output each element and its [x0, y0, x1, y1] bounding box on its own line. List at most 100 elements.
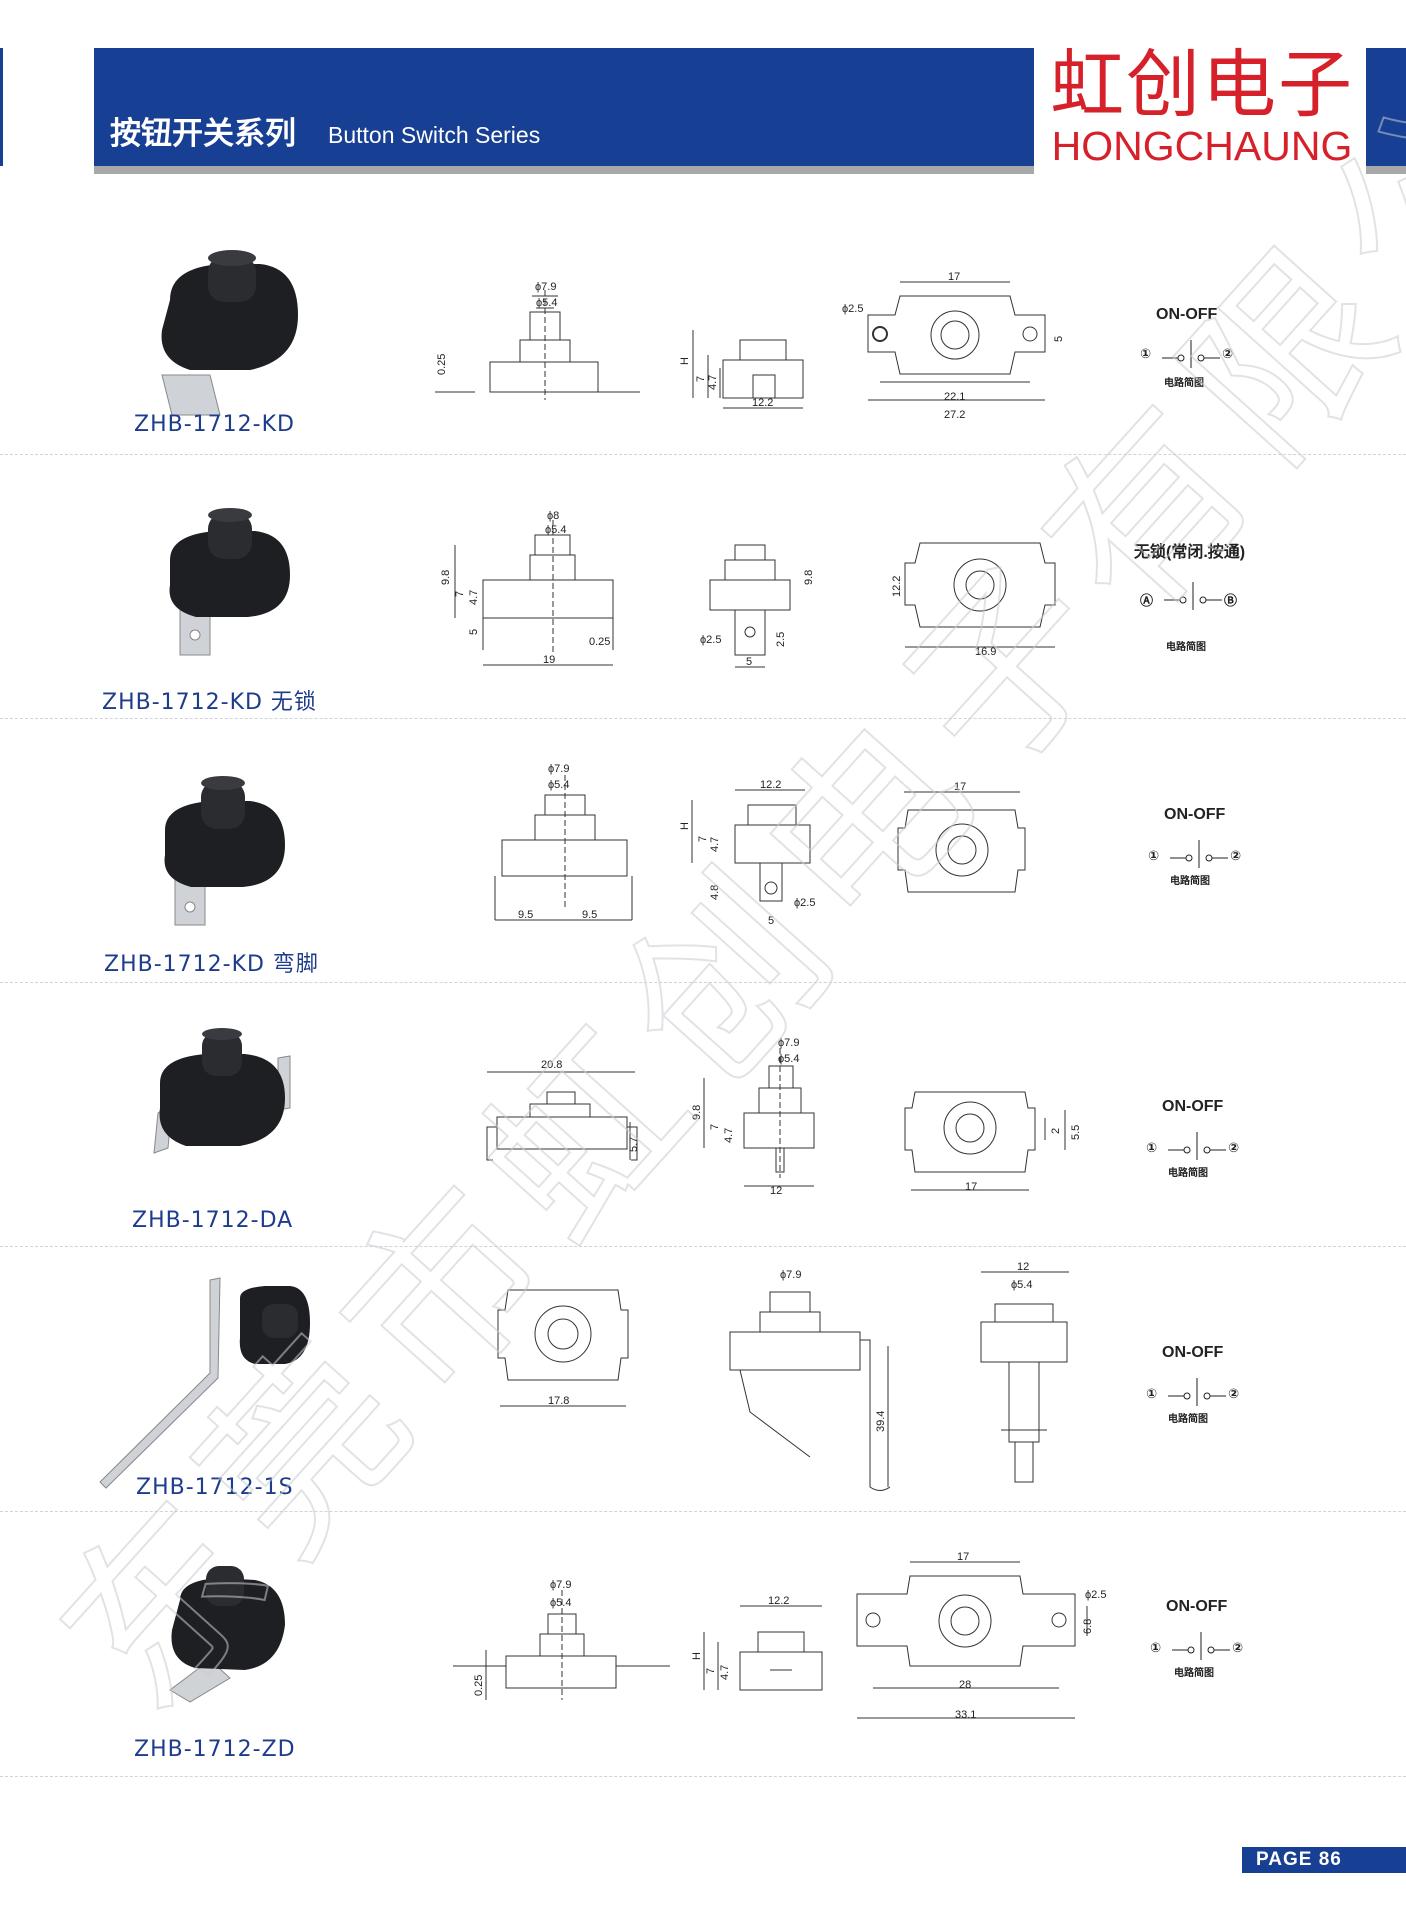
dim-label: 7	[705, 1668, 717, 1674]
top-view-drawing: 12.2 16.9	[890, 535, 1070, 670]
dim-label: 4.7	[707, 375, 719, 390]
dim-label: 12.2	[891, 576, 903, 597]
dim-label: 6.8	[1082, 1619, 1094, 1634]
dim-label: ϕ8	[547, 510, 559, 522]
circuit-title: ON-OFF	[1162, 1344, 1224, 1361]
dim-label: ϕ2.5	[794, 897, 815, 909]
model-name: ZHB-1712-ZD	[134, 1737, 296, 1762]
terminal-1: ①	[1150, 1640, 1162, 1655]
dim-label: 7	[709, 1124, 721, 1130]
dim-label: 16.9	[975, 646, 996, 658]
model-name: ZHB-1712-KD 无锁	[102, 690, 317, 715]
header-banner-right-shadow	[1366, 166, 1406, 174]
dim-label: 9.8	[691, 1105, 703, 1120]
terminal-2: ②	[1228, 1386, 1240, 1401]
dim-label: 5	[1053, 336, 1065, 342]
product-photo	[150, 240, 310, 425]
dim-label: 33.1	[955, 1709, 976, 1721]
circuit-title: 无锁(常闭.按通)	[1134, 544, 1246, 561]
dim-label: ϕ2.5	[1085, 1589, 1106, 1601]
front-view-drawing: ϕ8 ϕ5.4 9.8 7 4.7 5 0.25 19	[435, 505, 645, 680]
terminal-2: ②	[1230, 848, 1242, 863]
side-view-drawing: 12.2 H 7 4.7 4.8 ϕ2.5 5	[670, 779, 830, 935]
circuit-caption: 电路简图	[1164, 378, 1204, 389]
dim-label: ϕ5.4	[545, 524, 566, 536]
dim-label: 17.8	[548, 1395, 569, 1407]
model-name: ZHB-1712-DA	[132, 1208, 294, 1233]
terminal-1: ①	[1146, 1386, 1158, 1401]
dim-label: 2.5	[775, 632, 787, 647]
product-photo	[150, 1028, 300, 1183]
dim-label: 7	[697, 836, 709, 842]
dim-label: 22.1	[944, 391, 965, 403]
terminal-a: Ⓐ	[1140, 593, 1154, 608]
top-view-drawing: 17 ϕ2.5 5 22.1 27.2	[840, 270, 1070, 435]
header-banner-right	[1366, 48, 1406, 166]
brand-logo-en: HONGCHAUNG	[1051, 123, 1353, 169]
circuit-title: ON-OFF	[1164, 806, 1226, 823]
front-view-drawing: 17.8	[488, 1280, 648, 1425]
row-divider	[0, 1511, 1406, 1512]
front-view-drawing: ϕ7.9 ϕ5.4 9.5 9.5	[480, 760, 650, 935]
dim-label: 7	[454, 591, 466, 597]
dim-label: ϕ5.4	[1011, 1279, 1032, 1291]
circuit-caption: 电路简图	[1170, 876, 1210, 887]
dim-label: 9.5	[582, 909, 597, 921]
dim-label: H	[691, 1652, 703, 1660]
dim-label: 9.8	[440, 570, 452, 585]
dim-label: 12.2	[752, 397, 773, 409]
circuit-title: ON-OFF	[1166, 1598, 1228, 1615]
product-photo	[99, 1268, 320, 1503]
circuit-title: ON-OFF	[1156, 306, 1218, 323]
circuit-caption: 电路简图	[1168, 1414, 1208, 1425]
terminal-2: ②	[1232, 1640, 1244, 1655]
dim-label: 7	[695, 376, 707, 382]
model-name: ZHB-1712-KD	[134, 412, 295, 437]
dim-label: 5.5	[1070, 1125, 1082, 1140]
dim-label: ϕ7.9	[548, 763, 569, 775]
dim-label: 0.25	[436, 354, 448, 375]
circuit-caption: 电路简图	[1168, 1168, 1208, 1179]
dim-label: 2	[1050, 1128, 1062, 1134]
side-view-drawing: 9.8 ϕ2.5 2.5 5	[700, 535, 830, 680]
terminal-1: ①	[1146, 1140, 1158, 1155]
product-photo	[155, 775, 295, 940]
dim-label: 4.8	[709, 885, 721, 900]
dim-label: 12	[1017, 1261, 1029, 1273]
circuit-caption: 电路简图	[1174, 1668, 1214, 1679]
dim-label: ϕ7.9	[780, 1269, 801, 1281]
row-divider	[0, 718, 1406, 719]
series-title-cn: 按钮开关系列	[110, 116, 296, 152]
dim-label: 0.25	[473, 1675, 485, 1696]
dim-label: 20.8	[541, 1059, 562, 1071]
dim-label: 27.2	[944, 409, 965, 421]
brand-logo-cn: 虹创电子	[1050, 42, 1354, 128]
dim-label: 0.25	[589, 636, 610, 648]
dim-label: ϕ5.4	[778, 1053, 799, 1065]
dim-label: 17	[957, 1551, 969, 1563]
dim-label: ϕ5.4	[550, 1597, 571, 1609]
dim-label: 17	[954, 781, 966, 793]
model-name: ZHB-1712-KD 弯脚	[104, 952, 319, 977]
front-view-drawing: 20.8 5.7	[475, 1052, 655, 1177]
header-banner-shadow	[94, 166, 1034, 174]
dim-label: 28	[959, 1679, 971, 1691]
dim-label: 17	[948, 271, 960, 283]
circuit-caption: 电路简图	[1166, 642, 1206, 653]
dim-label: 5	[768, 915, 774, 927]
row-divider	[0, 982, 1406, 983]
model-name: ZHB-1712-1S	[136, 1475, 294, 1500]
circuit-title: ON-OFF	[1162, 1098, 1224, 1115]
dim-label: 4.7	[719, 1665, 731, 1680]
dim-label: 5	[746, 656, 752, 668]
dim-label: H	[679, 357, 691, 365]
dim-label: 19	[543, 654, 555, 666]
row-divider	[0, 1246, 1406, 1247]
dim-label: ϕ7.9	[550, 1579, 571, 1591]
side-view-drawing: ϕ7.9 39.4	[720, 1262, 900, 1507]
dim-label: 12.2	[768, 1595, 789, 1607]
dim-label: 5	[468, 629, 480, 635]
dim-label: 9.8	[803, 570, 815, 585]
dim-label: 17	[965, 1181, 977, 1193]
product-photo	[160, 505, 300, 670]
